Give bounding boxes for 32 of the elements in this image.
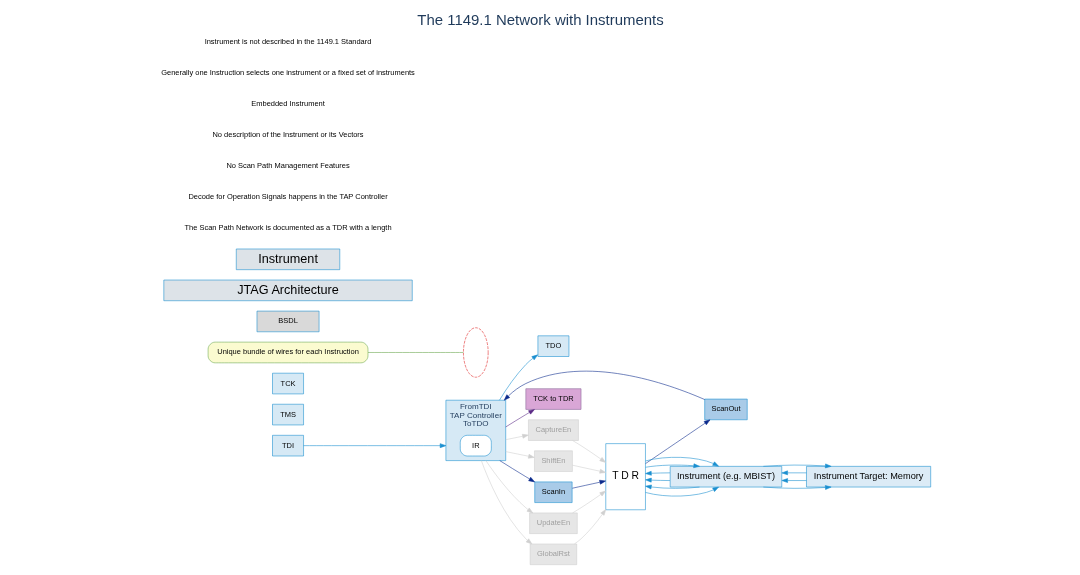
arrow: [644, 419, 710, 464]
arrow: [644, 457, 719, 467]
node-box: Instrument (e.g. MBIST): [669, 466, 782, 488]
arrow: [644, 484, 700, 490]
arrow: [498, 354, 538, 401]
arrow: [571, 479, 606, 489]
arrow: [644, 477, 670, 483]
arrow: [762, 485, 831, 490]
arrow: [571, 464, 606, 474]
arrow: [644, 486, 719, 497]
arrow: [571, 490, 606, 514]
arrow: [762, 463, 831, 469]
arrow: [302, 443, 446, 448]
arrow: [571, 440, 606, 463]
arrow: [781, 470, 807, 476]
connector: [367, 352, 464, 353]
arrow: [480, 460, 532, 545]
arrow: [573, 509, 606, 545]
node-box: Instrument: [235, 248, 340, 270]
arrow: [504, 409, 535, 428]
arrow: [498, 460, 535, 483]
arrow: [504, 451, 535, 459]
diagram-title: The 1149.1 Network with Instruments: [416, 10, 664, 28]
arrow: [644, 470, 670, 476]
arrow: [504, 434, 529, 440]
node-ellipse: [462, 327, 488, 378]
arrow: [644, 463, 700, 469]
arrow: [485, 460, 533, 514]
node-box: JTAG Architecture: [163, 279, 413, 302]
node-box: T D R: [605, 443, 646, 511]
arrow: [781, 478, 807, 483]
arrow: [503, 370, 705, 401]
